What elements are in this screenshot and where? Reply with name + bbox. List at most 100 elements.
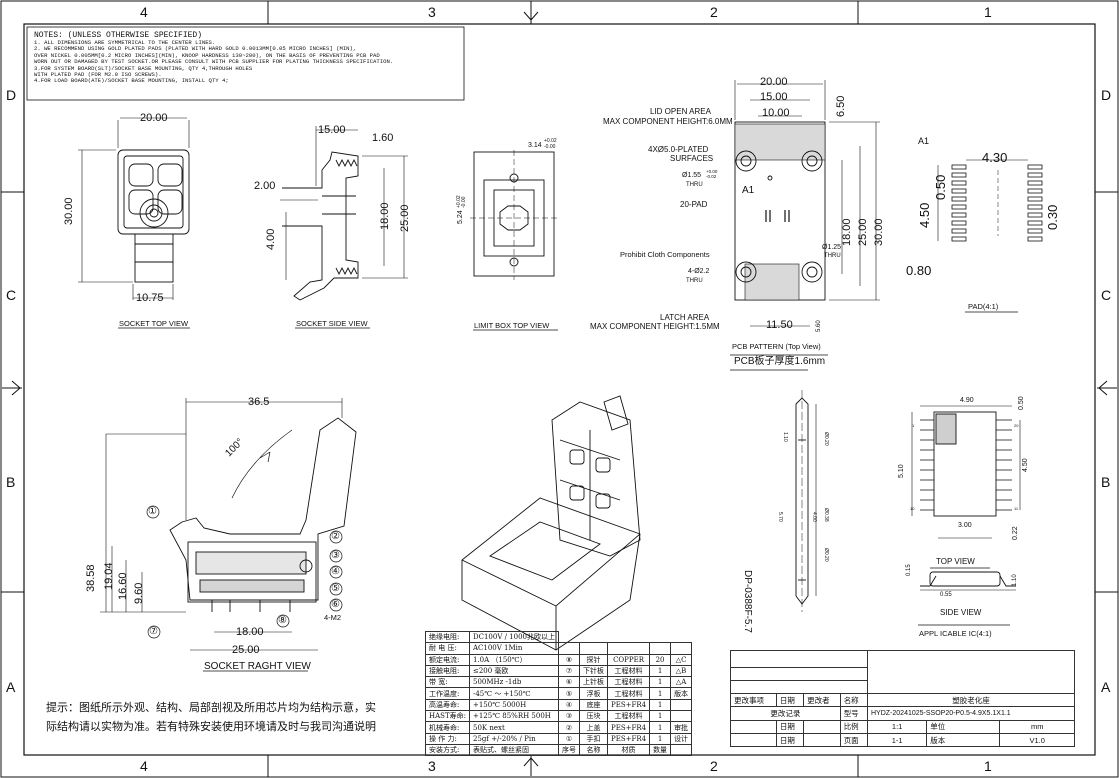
pcb-hole-2-2: 4-Ø2.2 <box>688 268 710 275</box>
zone-row-right-d: D <box>1101 87 1112 103</box>
right-dim-9-6: 9.60 <box>133 582 145 604</box>
right-dim-25: 25.00 <box>232 644 260 656</box>
spec-label: 安装方式: <box>425 743 470 757</box>
pcb-dim-18: 18.00 <box>841 218 853 246</box>
bom-cell <box>670 743 693 757</box>
ic-pin-20: 20 <box>1014 423 1019 428</box>
rev-header-date: 日期 <box>775 692 805 708</box>
right-dim-18: 18.00 <box>236 626 264 638</box>
bom-cell: 设计 <box>670 732 693 745</box>
pcb-a1: A1 <box>742 185 755 196</box>
pcb-dim-25: 25.00 <box>857 218 869 246</box>
rev-header-by: 更改者 <box>803 692 841 708</box>
bom-cell: 下针板 <box>579 664 608 678</box>
bom-cell: 上盖 <box>579 721 608 734</box>
spec-value: -45℃ ～ +150℃ <box>468 687 560 700</box>
right-dim-19-04: 19.04 <box>103 562 115 590</box>
zone-row-right-c: C <box>1101 287 1112 303</box>
zone-col-bottom-3: 3 <box>428 758 436 774</box>
bom-cell: 1 <box>649 676 672 689</box>
ic-pin-1: 1 <box>912 423 915 428</box>
zone-col-top-4: 4 <box>140 4 148 20</box>
pcb-dim-15: 15.00 <box>760 91 788 103</box>
bom-cell: PES+FR4 <box>606 732 651 745</box>
limit-box-drawing <box>470 150 558 331</box>
bom-cell: PES+FR4 <box>606 721 651 734</box>
ic-dim-4-9: 4.90 <box>960 397 974 404</box>
pin-dim-5-7: 5.70 <box>777 512 783 522</box>
ic-applicable-label: APPL ICABLE IC(4:1) <box>919 629 992 638</box>
spec-label: 操 作 力: <box>425 732 470 745</box>
bom-cell: PES+FR4 <box>606 698 651 712</box>
zone-col-top-2: 2 <box>710 4 718 20</box>
bom-cell: △A <box>670 676 693 689</box>
socket-right-view-drawing <box>100 398 357 672</box>
pcb-20-pad: 20-PAD <box>680 200 708 209</box>
ic-dim-3: 3.00 <box>958 522 972 529</box>
spec-label: 机械寿命: <box>425 721 470 734</box>
spec-label: 高温寿命: <box>425 698 470 712</box>
bom-cell: ① <box>558 732 580 745</box>
pcb-pattern-label: PCB PATTERN (Top View) <box>732 342 821 351</box>
version-label: 版本 <box>926 732 1001 748</box>
bom-cell: 探针 <box>579 653 608 666</box>
pcb-thru-3: THRU <box>824 253 841 259</box>
spec-value: 1.0A （150℃） <box>468 653 560 666</box>
spec-value: AC100V 1Min <box>468 642 560 655</box>
pad-drawing <box>937 159 1043 313</box>
ic-side-dim-0-15: 0.15 <box>906 564 912 576</box>
notes-line: WORN OUT OR DAMAGED BY TEST SOCKET.OR PL… <box>34 58 394 66</box>
callout-6: ⑥ <box>331 599 340 610</box>
version-value: V1.0 <box>999 732 1075 748</box>
socket-top-view-drawing <box>78 117 190 329</box>
bom-cell: 底座 <box>579 698 608 712</box>
top-dim-latch: 10.75 <box>136 292 164 304</box>
bom-cell: 20 <box>649 653 672 666</box>
limit-dim-5-24: 5.24 <box>457 210 464 224</box>
pcb-latch-area: LATCH AREA <box>660 313 710 322</box>
pcb-plated-holes: 4XØ5.0-PLATED <box>648 145 709 154</box>
pin-dim-1-1: 1.10 <box>782 432 788 442</box>
ic-dim-4-5: 4.50 <box>1022 458 1029 472</box>
pad-a1: A1 <box>918 136 930 146</box>
spec-label: 带 宽: <box>425 676 470 689</box>
notes-heading: NOTES: (UNLESS OTHERWISE SPECIFIED) <box>34 31 203 40</box>
scale-label: 比例 <box>839 719 869 734</box>
isometric-socket-drawing <box>461 395 641 651</box>
side-dim-25: 25.00 <box>399 204 411 232</box>
unit-value: mm <box>999 719 1075 734</box>
callout-5: ⑤ <box>331 583 340 594</box>
bom-cell <box>670 642 693 655</box>
right-dim-m2: 4-M2 <box>324 613 342 622</box>
pcb-max-height-1-5: MAX COMPONENT HEIGHT:1.5MM <box>590 322 720 331</box>
limit-tol-minus: -0.00 <box>544 144 556 150</box>
bom-cell: 1 <box>649 687 672 700</box>
pcb-dim-6-5: 6.50 <box>835 95 847 117</box>
pcb-surfaces: SURFACES <box>670 154 714 163</box>
spec-value: +150℃ 5000H <box>468 698 560 712</box>
zone-row-right-a: A <box>1101 679 1111 695</box>
model-label: 型号 <box>839 706 869 721</box>
spec-value: DC100V / 1000兆欧以上 <box>468 630 560 644</box>
bom-cell: 数量 <box>649 743 672 757</box>
title-block: 更改事项 日期 更改者 名称 塑胶老化座 更改记录 型号 HYDZ-202410… <box>730 650 1075 748</box>
socket-top-view-label: SOCKET TOP VIEW <box>119 319 189 328</box>
limit-tol-plus: +0.02 <box>544 138 557 144</box>
bom-cell <box>649 642 672 655</box>
zone-row-right-b: B <box>1101 474 1111 490</box>
bom-cell: 工程材料 <box>606 687 651 700</box>
pcb-lid-open-area: LID OPEN AREA <box>650 107 711 116</box>
pcb-hole-1-55: Ø1.55 <box>682 172 702 179</box>
limit-tol-minus-2: -0.00 <box>461 196 467 208</box>
notes-line: 3.FOR SYSTEM BOARD(SLT)/SOCKET BASE MOUN… <box>34 64 253 72</box>
bom-cell: △C <box>670 653 693 666</box>
zone-row-left-b: B <box>6 474 16 490</box>
callout-8: ⑧ <box>278 615 287 626</box>
pin-dim-4: 4.00 <box>811 512 817 522</box>
